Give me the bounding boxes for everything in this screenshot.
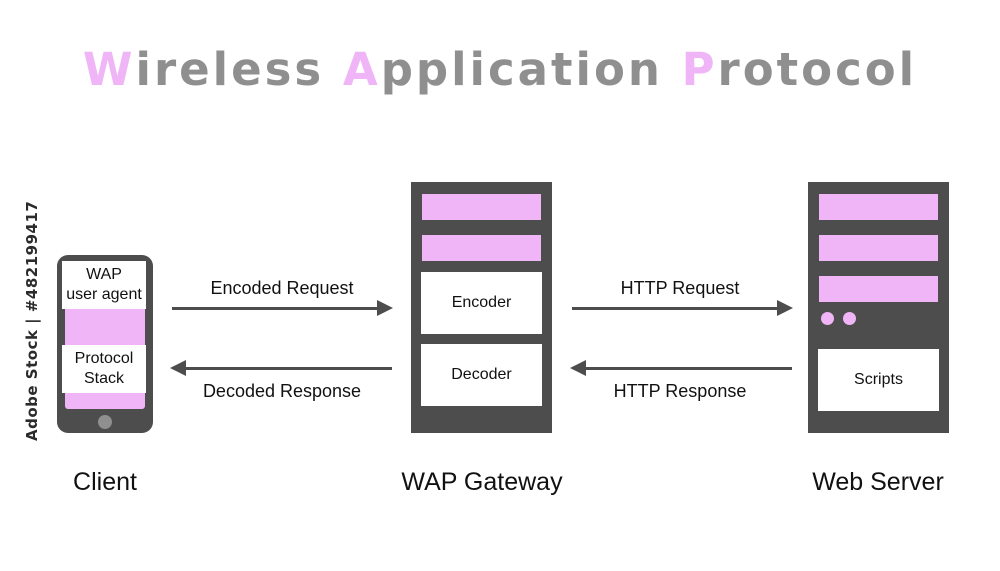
arrow-http-response-label: HTTP Response — [613, 381, 747, 401]
decoder-box: Decoder — [421, 344, 542, 406]
arrow-http-response-line — [586, 367, 792, 370]
caption-wap-gateway: WAP Gateway — [401, 468, 563, 496]
arrow-decoded-response-head-icon — [170, 360, 186, 376]
arrow-http-request-label: HTTP Request — [620, 278, 740, 298]
gateway-bay-bar-1 — [422, 194, 541, 220]
server-led-icon-1 — [821, 312, 834, 325]
encoder-box: Encoder — [421, 272, 542, 334]
title-segment-w: W — [82, 43, 136, 96]
server-bay-bar-3 — [819, 276, 938, 302]
page-title: Wireless Application Protocol — [0, 44, 1000, 96]
caption-web-server: Web Server — [812, 468, 944, 496]
arrow-encoded-request-label: Encoded Request — [210, 278, 354, 298]
protocol-stack-box: Protocol Stack — [62, 345, 146, 393]
arrow-http-request-line — [572, 307, 778, 310]
arrow-decoded-response-label: Decoded Response — [202, 381, 362, 401]
wap-user-agent-line2: user agent — [66, 286, 142, 303]
arrow-encoded-request-head-icon — [377, 300, 393, 316]
arrow-encoded-request-line — [172, 307, 378, 310]
title-segment-pplication: pplication — [380, 43, 682, 96]
arrow-decoded-response-line — [186, 367, 392, 370]
scripts-label: Scripts — [854, 371, 903, 388]
title-segment-ireless: ireless — [135, 43, 343, 96]
arrow-http-response-head-icon — [570, 360, 586, 376]
wap-user-agent-box: WAP user agent — [62, 261, 146, 309]
title-segment-a: A — [342, 43, 381, 96]
protocol-stack-line2: Stack — [83, 370, 124, 387]
server-bay-bar-2 — [819, 235, 938, 261]
phone-home-button-icon[interactable] — [98, 415, 112, 429]
adobe-stock-watermark: Adobe Stock | #482199417 — [23, 200, 41, 441]
protocol-stack-line1: Protocol — [74, 350, 134, 367]
wap-user-agent-line1: WAP — [86, 266, 122, 283]
title-segment-rotocol: rotocol — [717, 43, 918, 96]
encoder-label: Encoder — [451, 294, 512, 311]
caption-client: Client — [73, 468, 137, 496]
scripts-box: Scripts — [818, 349, 939, 411]
server-bay-bar-1 — [819, 194, 938, 220]
gateway-bay-bar-2 — [422, 235, 541, 261]
server-led-icon-2 — [843, 312, 856, 325]
title-segment-p: P — [681, 43, 718, 96]
decoder-label: Decoder — [451, 366, 512, 383]
arrow-http-request-head-icon — [777, 300, 793, 316]
